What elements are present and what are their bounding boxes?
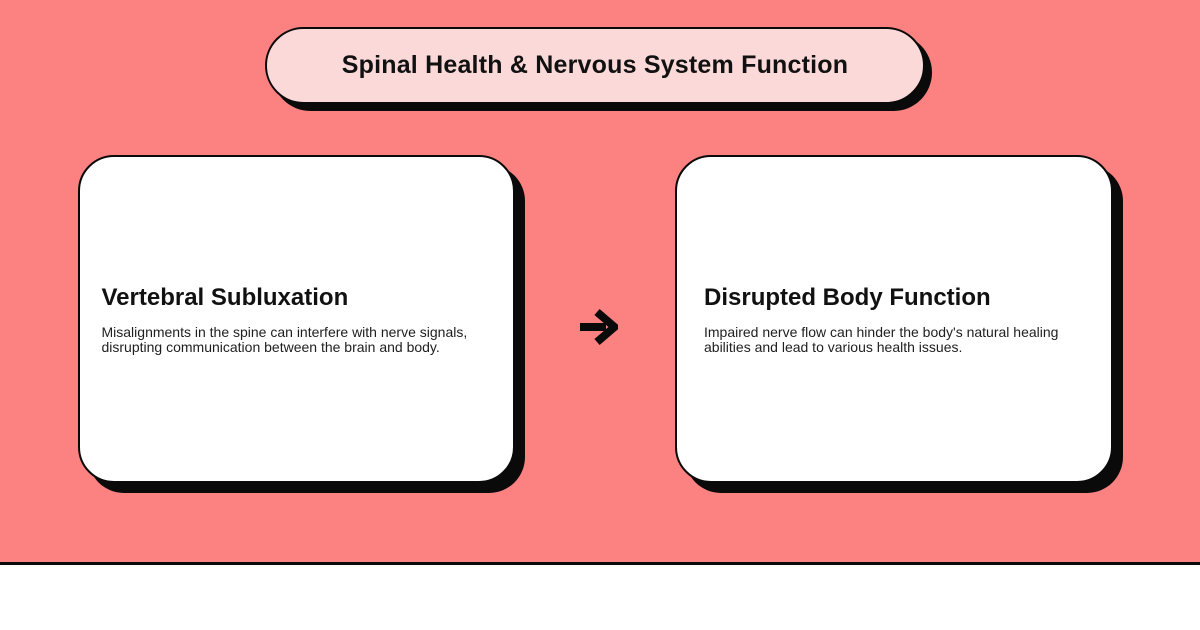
footer-strip <box>0 565 1200 630</box>
page-title: Spinal Health & Nervous System Function <box>341 51 849 79</box>
card-content: Disrupted Body Function Impaired nerve f… <box>690 283 1098 356</box>
card-content: Vertebral Subluxation Misalignments in t… <box>88 283 506 356</box>
card-body-text: Impaired nerve flow can hinder the body'… <box>704 323 1059 355</box>
card-disrupted-body-function: Disrupted Body Function Impaired nerve f… <box>675 155 1113 483</box>
card-body-text: Misalignments in the spine can interfere… <box>101 323 468 355</box>
title-pill: Spinal Health & Nervous System Function <box>265 27 925 104</box>
divider-line <box>0 562 1200 565</box>
card-heading: Disrupted Body Function <box>704 283 991 311</box>
arrow-right-icon <box>578 307 618 347</box>
card-heading: Vertebral Subluxation <box>101 283 349 311</box>
card-vertebral-subluxation: Vertebral Subluxation Misalignments in t… <box>78 155 515 483</box>
